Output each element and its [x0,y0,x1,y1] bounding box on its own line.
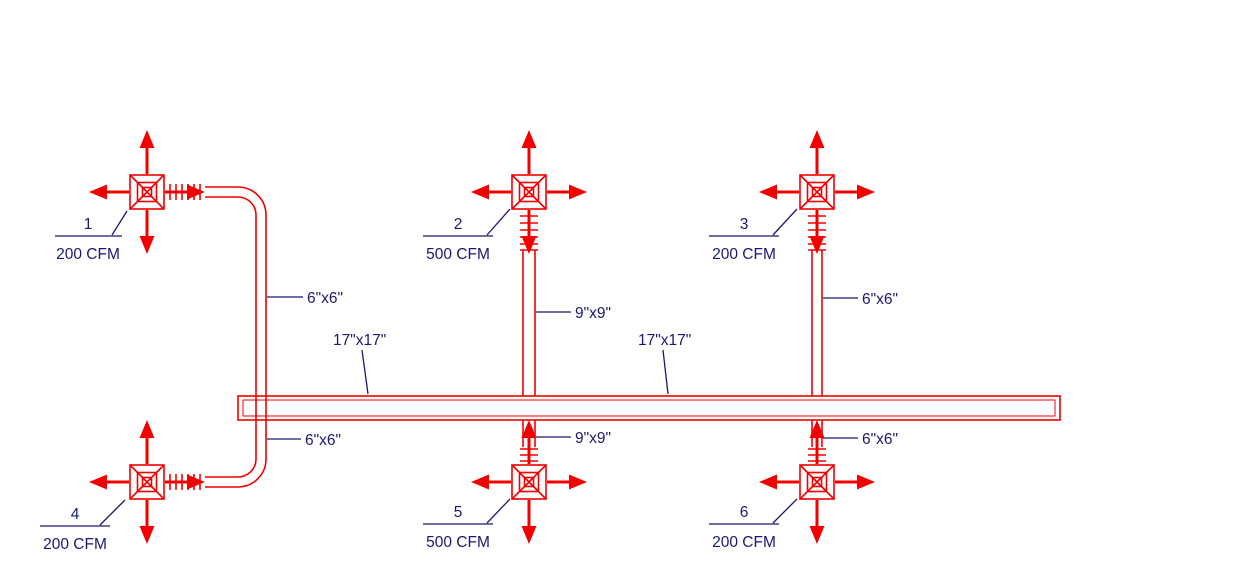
duct-size-label-main-right: 17"x17" [638,332,691,395]
diffuser-number: 2 [454,216,463,233]
duct-size-label-bottom-right: 6"x6" [823,431,898,448]
duct-size-text: 6"x6" [862,291,898,308]
leader-line [772,498,798,524]
duct-size-text: 17"x17" [638,332,691,349]
leader-line [361,349,369,395]
diffuser-label-3: 3 200 CFM [709,208,798,263]
duct-size-text: 9"x9" [575,430,611,447]
duct-size-label-main-left: 17"x17" [333,332,386,395]
duct-size-label-top-left: 6"x6" [267,290,343,307]
diffuser-cfm: 500 CFM [426,534,490,551]
leader-line [486,208,511,236]
duct-size-text: 6"x6" [307,290,343,307]
diffuser-label-1: 1 200 CFM [55,210,128,263]
duct-size-text: 6"x6" [305,432,341,449]
duct-size-text: 9"x9" [575,305,611,322]
diffuser-cfm: 500 CFM [426,246,490,263]
leader-line [486,498,511,524]
diffuser-number: 4 [71,506,80,523]
diffuser-number: 3 [740,216,749,233]
duct-size-label-bottom-center: 9"x9" [536,430,611,447]
duct-size-label-top-center: 9"x9" [536,305,611,322]
diffuser-cfm: 200 CFM [712,246,776,263]
diffuser-cfm: 200 CFM [712,534,776,551]
duct-size-label-bottom-left: 6"x6" [267,432,341,449]
branch-duct-bottom-center [520,420,538,462]
diffuser-number: 5 [454,504,463,521]
diffuser-number: 1 [84,216,93,233]
leader-line [772,208,798,236]
leader-line [662,349,669,395]
leader-line [99,499,126,526]
duct-size-label-top-right: 6"x6" [823,291,898,308]
duct-size-text: 6"x6" [862,431,898,448]
duct-size-text: 17"x17" [333,332,386,349]
diffuser-label-6: 6 200 CFM [709,498,798,551]
diffuser-symbol-5 [469,418,589,546]
diffuser-cfm: 200 CFM [56,246,120,263]
leader-line [111,210,128,236]
diffuser-label-2: 2 500 CFM [423,208,511,263]
diffuser-label-4: 4 200 CFM [40,499,126,553]
diffuser-cfm: 200 CFM [43,536,107,553]
main-duct [237,395,1061,421]
diffuser-label-5: 5 500 CFM [423,498,511,551]
diffuser-number: 6 [740,504,749,521]
branch-duct-left [169,184,267,490]
